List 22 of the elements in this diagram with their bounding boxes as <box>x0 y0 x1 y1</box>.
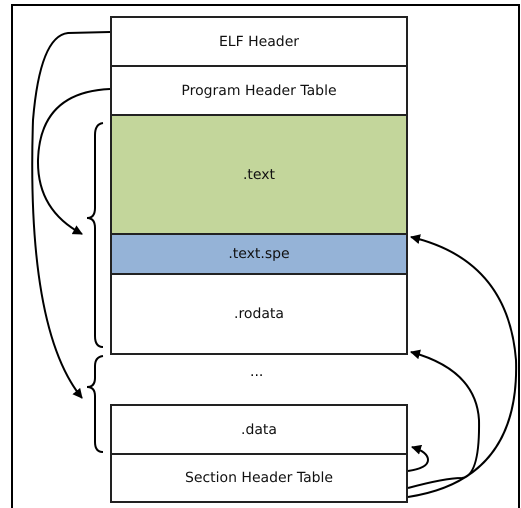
arrow <box>408 445 429 472</box>
header-block <box>110 16 408 67</box>
arrow <box>408 350 480 489</box>
section-block <box>110 404 408 455</box>
ellipsis-text: ... <box>250 364 264 380</box>
block-label: .data <box>241 422 277 438</box>
block-label: .text.spe <box>228 246 290 262</box>
table-block <box>110 65 408 116</box>
table-block <box>110 453 408 503</box>
section-block <box>110 273 408 355</box>
block-label: Section Header Table <box>184 470 334 486</box>
curly-brace <box>86 122 104 348</box>
arrow <box>37 88 110 235</box>
block-label: Program Header Table <box>181 82 337 98</box>
arrow <box>408 234 517 498</box>
arrow <box>31 31 110 399</box>
curly-brace <box>86 355 104 453</box>
block-label: ELF Header <box>218 34 300 50</box>
section-block <box>110 114 408 235</box>
block-label: .rodata <box>234 306 284 322</box>
block-label: .text <box>242 166 276 182</box>
section-block <box>110 233 408 275</box>
